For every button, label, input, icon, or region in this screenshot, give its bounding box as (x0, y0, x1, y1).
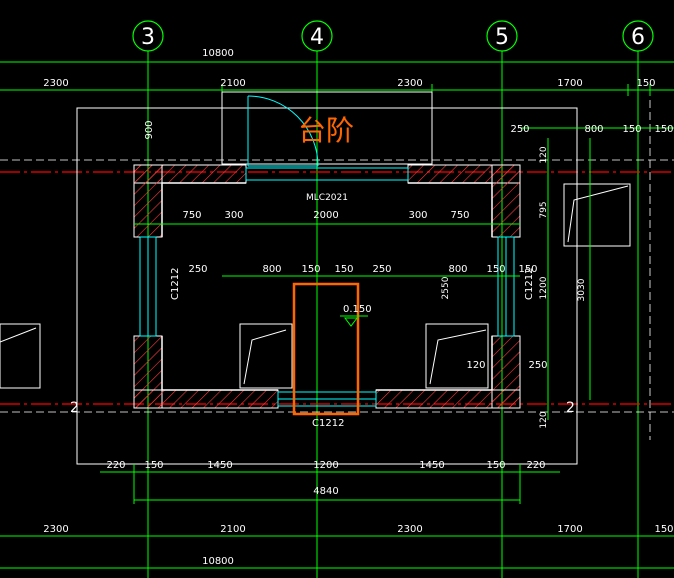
right-dim-800: 800 (584, 124, 603, 135)
grid-mark-right: 2 (566, 400, 575, 416)
bottom-detail-220b: 220 (526, 460, 545, 471)
walls (133, 164, 521, 409)
inner-dim-300b: 300 (408, 210, 427, 221)
bottom-detail-1450a: 1450 (207, 460, 232, 471)
bottom-dim-2100: 2100 (220, 524, 245, 535)
mid-dim-150b: 150 (334, 264, 353, 275)
svg-text:6: 6 (631, 25, 645, 50)
mid-dim-800b: 800 (448, 264, 467, 275)
mid-dim-150d: 150 (518, 264, 537, 275)
bottom-detail-1450b: 1450 (419, 460, 444, 471)
right-dim-3030: 3030 (577, 278, 587, 301)
top-dim-2100: 2100 (220, 78, 245, 89)
bottom-dim-2300b: 2300 (397, 524, 422, 535)
windows (139, 167, 515, 407)
bottom-dim-150: 150 (654, 524, 673, 535)
canopy-outline (76, 107, 578, 465)
bottom-dim-2300a: 2300 (43, 524, 68, 535)
bottom-overall-dim: 4840 (313, 486, 338, 497)
mid-dim-150a: 150 (301, 264, 320, 275)
highlight-box (292, 282, 360, 416)
horizontal-axis-lines (0, 171, 674, 405)
top-dim-2300a: 2300 (43, 78, 68, 89)
window-label-right: C1212 (524, 268, 535, 300)
dim-250-top: 250 (510, 124, 529, 135)
inner-dim-750a: 750 (182, 210, 201, 221)
right-dim-250: 250 (528, 360, 547, 371)
right-dim-120c: 120 (539, 411, 549, 428)
axis-bubble-5: 5 (486, 20, 518, 52)
inner-dim-750b: 750 (450, 210, 469, 221)
axis-bubble-4: 4 (301, 20, 333, 52)
fixtures (0, 183, 631, 389)
right-dim-795: 795 (539, 201, 549, 218)
svg-text:5: 5 (495, 25, 509, 50)
top-dimension-lines (0, 61, 674, 96)
left-dim-900: 900 (144, 120, 155, 139)
right-dim-120b: 120 (466, 360, 485, 371)
top-total-dim: 10800 (202, 48, 234, 59)
bottom-detail-150a: 150 (144, 460, 163, 471)
svg-text:4: 4 (310, 25, 324, 50)
top-dim-2300b: 2300 (397, 78, 422, 89)
bottom-total-dim: 10800 (202, 556, 234, 567)
mid-dim-250a: 250 (188, 264, 207, 275)
bottom-detail-1200: 1200 (313, 460, 338, 471)
top-dim-150: 150 (636, 78, 655, 89)
right-dim-150a: 150 (622, 124, 641, 135)
right-dim-1200: 1200 (539, 276, 549, 299)
svg-text:0.150: 0.150 (343, 304, 372, 315)
mid-dim-800a: 800 (262, 264, 281, 275)
window-label-left: C1212 (170, 268, 181, 300)
right-dim-150b: 150 (654, 124, 673, 135)
top-dim-1700: 1700 (557, 78, 582, 89)
bottom-dimension-lines (0, 464, 674, 569)
grid-dashed-lines (0, 100, 674, 440)
right-dim-120a: 120 (539, 146, 549, 163)
door-swing (247, 95, 319, 167)
bottom-dim-1700: 1700 (557, 524, 582, 535)
axis-bubble-6: 6 (622, 20, 654, 52)
inner-dim-300a: 300 (224, 210, 243, 221)
inner-wall-lines (161, 182, 493, 391)
bottom-detail-220a: 220 (106, 460, 125, 471)
window-label-bottom: C1212 (312, 418, 344, 429)
svg-text:3: 3 (141, 25, 155, 50)
mid-dim-150c: 150 (486, 264, 505, 275)
mid-dim-250b: 250 (372, 264, 391, 275)
right-dim-2550: 2550 (441, 276, 451, 299)
bottom-detail-150b: 150 (486, 460, 505, 471)
door-label: MLC2021 (306, 193, 348, 203)
grid-mark-left: 2 (70, 400, 79, 416)
inner-dimension-lines (134, 127, 674, 420)
inner-dim-2000: 2000 (313, 210, 338, 221)
axis-bubble-3: 3 (132, 20, 164, 52)
elevation-marker: 0.150 (340, 304, 372, 327)
step-outline (221, 91, 433, 165)
step-label: 台阶 (298, 114, 354, 147)
